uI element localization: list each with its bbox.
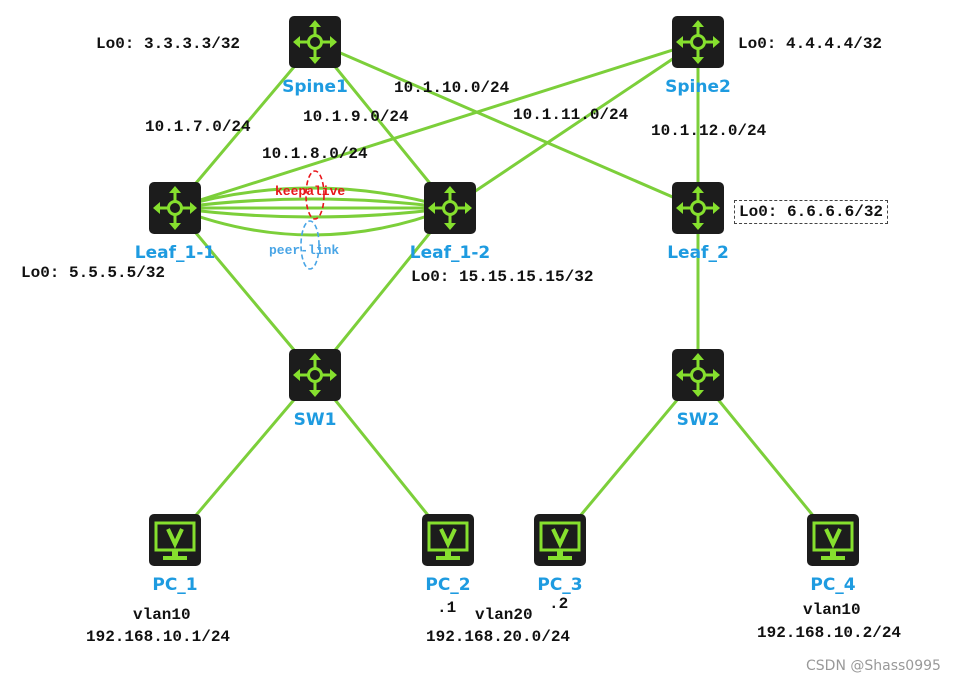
pc3-host: .2: [549, 595, 569, 613]
peer-link-label: peer-link: [269, 243, 340, 258]
sw2-label: SW2: [676, 410, 720, 430]
pc3-label: PC_3: [537, 575, 583, 595]
link-leaf11-leaf12-e: [173, 206, 452, 237]
link-leaf11-sw1: [173, 206, 317, 377]
link-leaf11-leaf12-d: [173, 206, 452, 219]
link-leaf11-leaf12-a: [173, 186, 452, 210]
subnet-label-10-1-7: 10.1.7.0/24: [145, 118, 251, 136]
leaf11-router-icon[interactable]: [148, 181, 202, 235]
pc2-monitor-icon[interactable]: [421, 513, 475, 567]
spine2-label: Spine2: [665, 77, 731, 97]
pc4-label: PC_4: [810, 575, 856, 595]
link-leaf11-leaf12-b: [173, 197, 452, 210]
spine1-loopback: Lo0: 3.3.3.3/32: [96, 35, 241, 53]
leaf2-label: Leaf_2: [667, 243, 729, 263]
sw2-switch-icon[interactable]: [671, 348, 725, 402]
subnet-label-10-1-12: 10.1.12.0/24: [651, 122, 767, 140]
pc1-label: PC_1: [152, 575, 198, 595]
vlan20-network: 192.168.20.0/24: [426, 628, 571, 646]
subnet-label-10-1-10: 10.1.10.0/24: [394, 79, 510, 97]
link-spine1-leaf12: [313, 40, 452, 210]
leaf11-loopback: Lo0: 5.5.5.5/32: [21, 264, 166, 282]
link-sw1-pc2: [313, 373, 450, 542]
sw1-label: SW1: [293, 410, 337, 430]
leaf2-loopback: Lo0: 6.6.6.6/32: [734, 200, 889, 224]
pc4-monitor-icon[interactable]: [806, 513, 860, 567]
pc1-vlan: vlan10: [133, 606, 191, 624]
spine1-label: Spine1: [282, 77, 348, 97]
leaf12-loopback: Lo0: 15.15.15.15/32: [411, 268, 594, 286]
keepalive-marker: [305, 170, 325, 220]
leaf12-router-icon[interactable]: [423, 181, 477, 235]
peer-link-marker: [300, 220, 320, 270]
vlan20-label: vlan20: [475, 606, 533, 624]
sw1-switch-icon[interactable]: [288, 348, 342, 402]
link-spine2-leaf11: [173, 40, 700, 210]
subnet-label-10-1-8: 10.1.8.0/24: [262, 145, 368, 163]
spine2-loopback: Lo0: 4.4.4.4/32: [738, 35, 883, 53]
link-spine1-leaf11: [173, 40, 317, 210]
subnet-label-10-1-9: 10.1.9.0/24: [303, 108, 409, 126]
link-leaf12-sw1: [313, 206, 452, 377]
pc1-ip: 192.168.10.1/24: [86, 628, 231, 646]
pc4-ip: 192.168.10.2/24: [757, 624, 902, 642]
link-sw2-pc4: [696, 373, 835, 542]
keepalive-label: keepalive: [275, 184, 346, 199]
spine2-router-icon[interactable]: [671, 15, 725, 69]
watermark: CSDN @Shass0995: [806, 658, 941, 674]
link-spine1-leaf2: [313, 40, 700, 210]
link-sw2-pc3: [558, 373, 700, 542]
pc2-label: PC_2: [425, 575, 471, 595]
pc4-vlan: vlan10: [803, 601, 861, 619]
pc1-monitor-icon[interactable]: [148, 513, 202, 567]
pc3-monitor-icon[interactable]: [533, 513, 587, 567]
link-sw1-pc1: [173, 373, 317, 542]
subnet-label-10-1-11: 10.1.11.0/24: [513, 106, 629, 124]
spine1-router-icon[interactable]: [288, 15, 342, 69]
link-spine2-leaf12: [448, 40, 700, 210]
leaf12-label: Leaf_1-2: [409, 243, 491, 263]
pc2-host: .1: [437, 599, 457, 617]
leaf11-label: Leaf_1-1: [134, 243, 216, 263]
leaf2-router-icon[interactable]: [671, 181, 725, 235]
